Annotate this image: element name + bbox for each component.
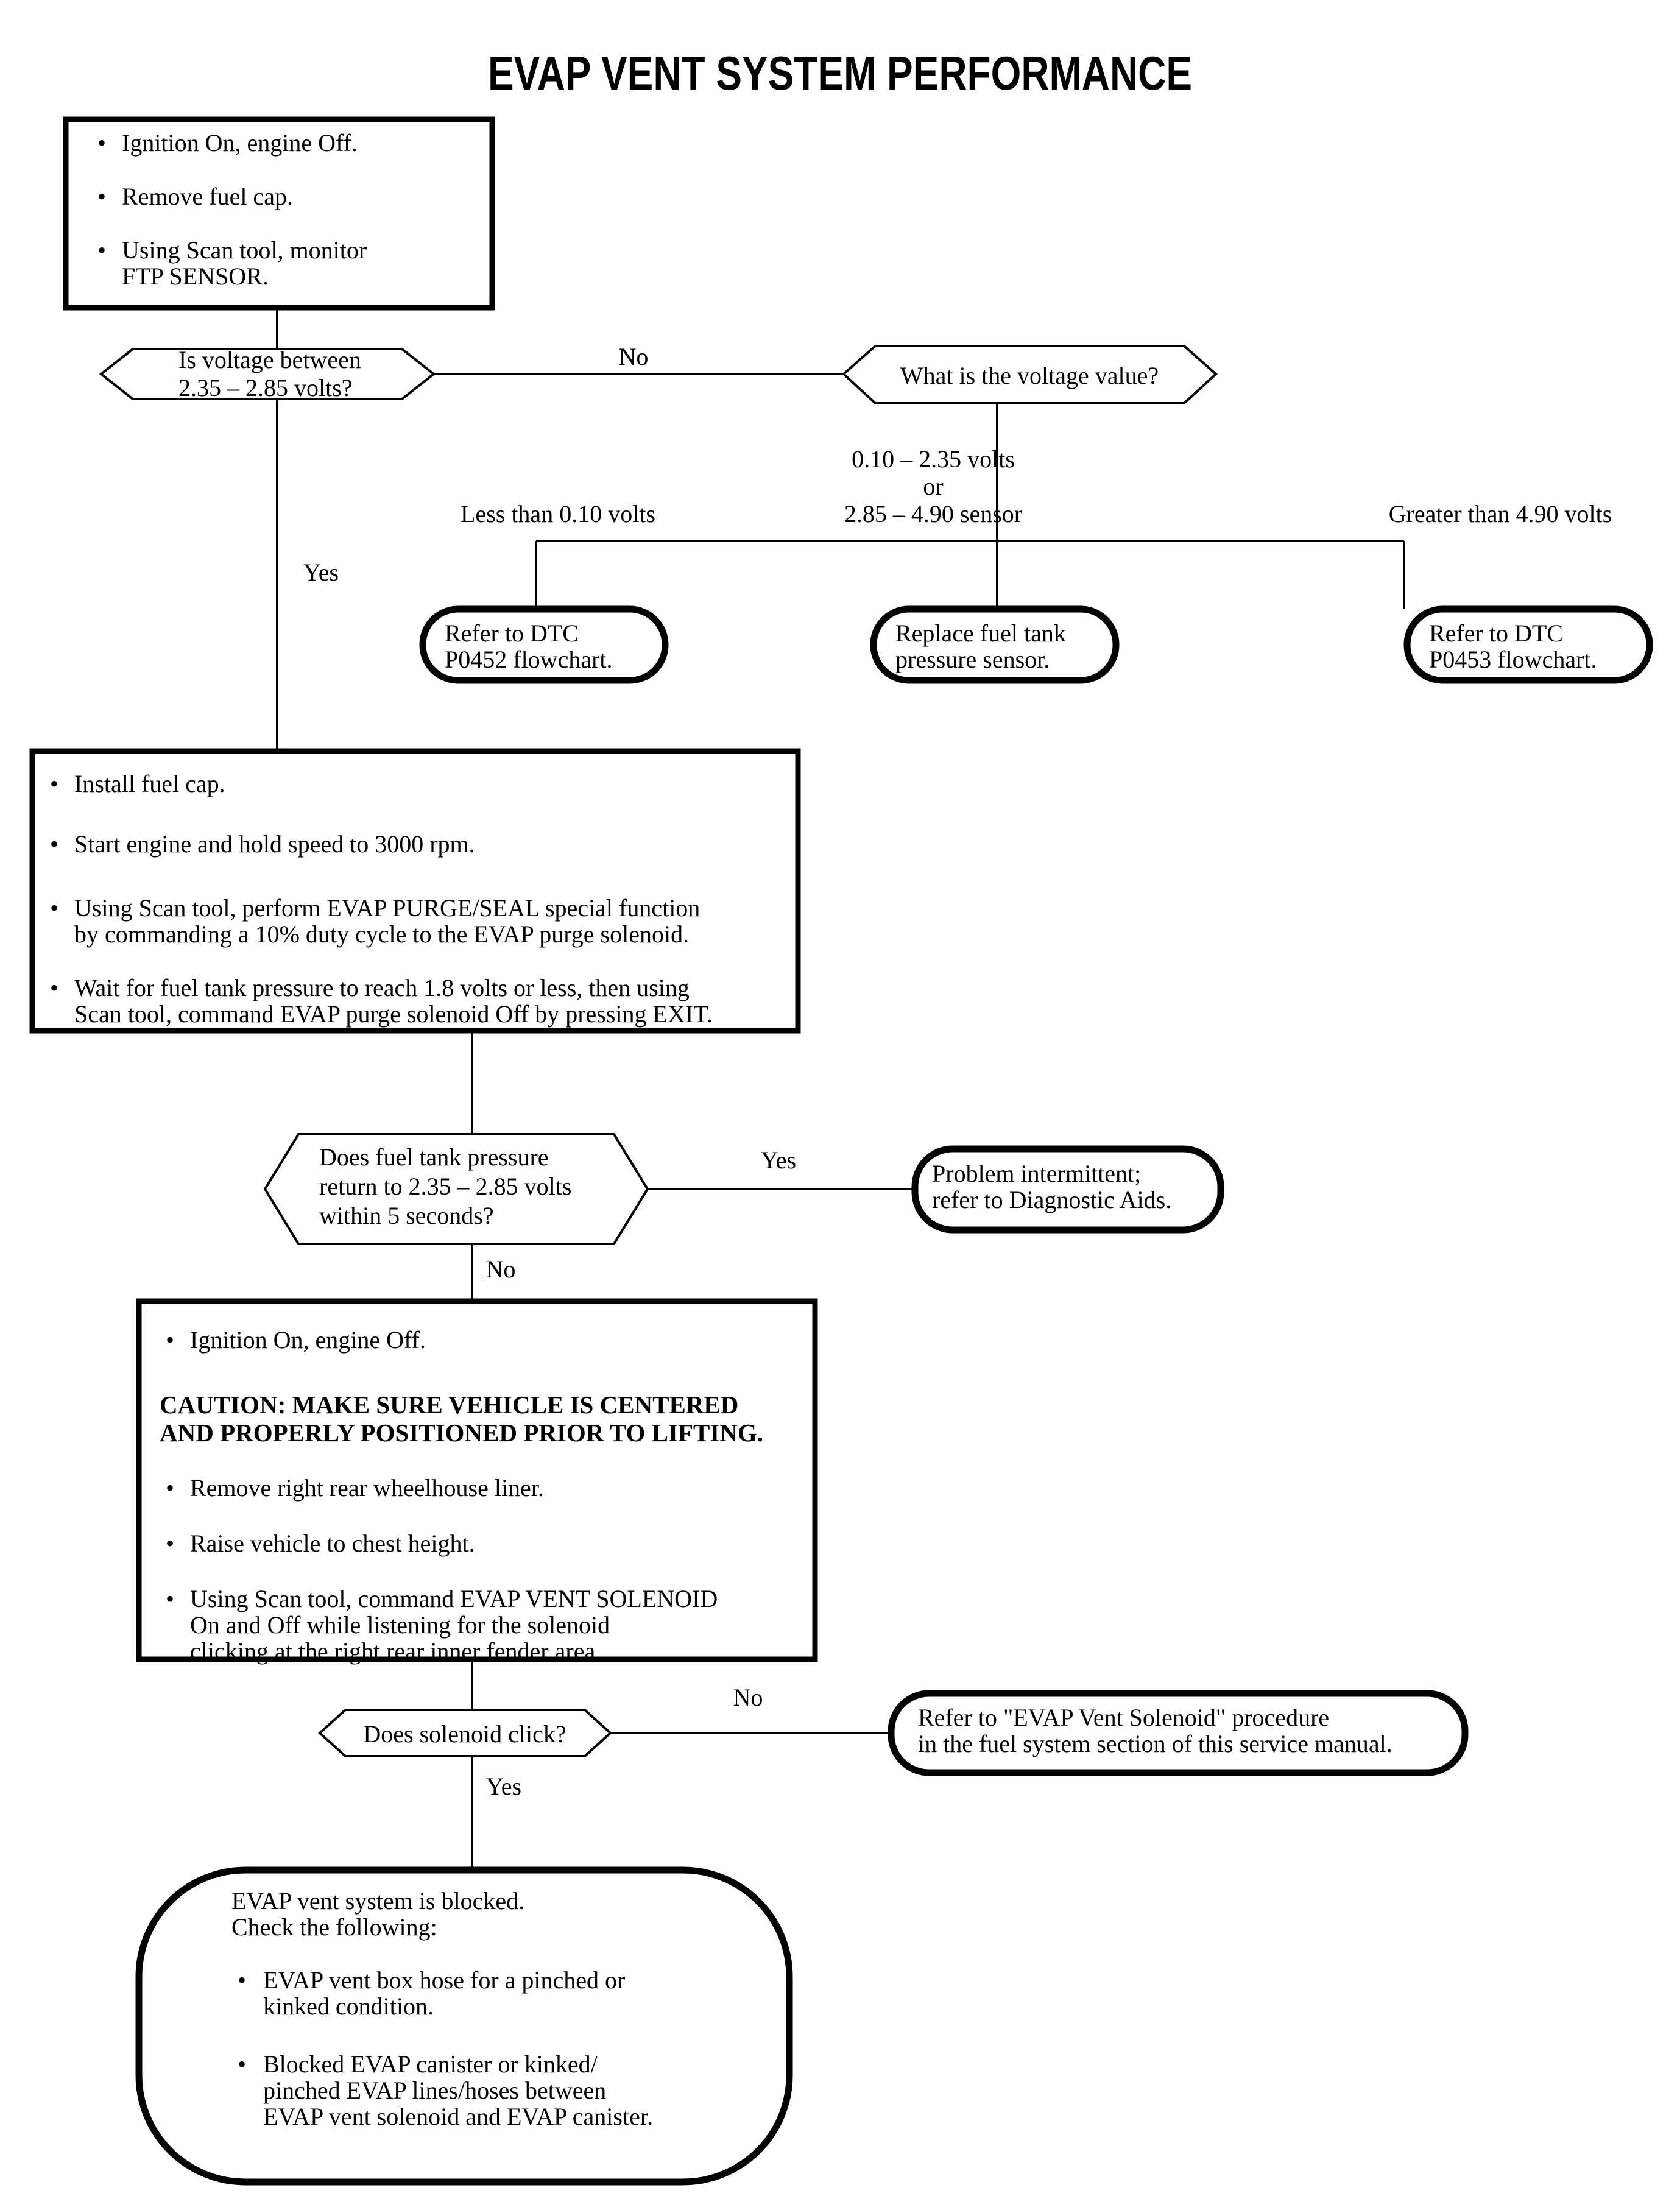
step3-line-2: Raise vehicle to chest height. [190, 1530, 475, 1557]
terminal-blocked-line-1a: Blocked EVAP canister or kinked/ [263, 2050, 598, 2078]
bullet-glyph: • [166, 1585, 174, 1612]
bullet-glyph: • [166, 1530, 174, 1557]
bullet-glyph: • [50, 770, 58, 797]
edge-label-d4-yes: Yes [486, 1773, 521, 1800]
edge-label-d2-less: Less than 0.10 volts [461, 500, 655, 528]
decision2-line-0: What is the voltage value? [900, 362, 1159, 389]
bullet-glyph: • [97, 129, 106, 157]
terminal-vent-solenoid-line-1: in the fuel system section of this servi… [918, 1730, 1392, 1757]
step2-line-0: Install fuel cap. [74, 770, 225, 797]
step3-line-0: Ignition On, engine Off. [190, 1326, 426, 1354]
decision3-line-0: Does fuel tank pressure [319, 1143, 549, 1171]
bullet-glyph: • [166, 1474, 174, 1502]
bullet-glyph: • [238, 2050, 246, 2078]
bullet-glyph: • [50, 830, 58, 858]
bullet-glyph: • [50, 974, 58, 1001]
edge-label-d1-yes: Yes [303, 559, 339, 586]
step1-line-1: Remove fuel cap. [122, 183, 293, 210]
decision4-line-0: Does solenoid click? [363, 1720, 566, 1748]
decision1-line-1: 2.35 – 2.85 volts? [178, 374, 353, 401]
bullet-glyph: • [97, 236, 106, 264]
terminal-blocked-line-1c: EVAP vent solenoid and EVAP canister. [263, 2103, 653, 2130]
terminal-p0452-line-0: Refer to DTC [445, 620, 579, 647]
edge-label-d2-mid-line2: or [923, 473, 943, 500]
edge-label-d3-yes: Yes [761, 1146, 796, 1174]
terminal-p0453-line-0: Refer to DTC [1429, 620, 1563, 647]
terminal-replace-sensor-line-0: Replace fuel tank [895, 620, 1066, 647]
bullet-glyph: • [238, 1966, 246, 1994]
node-terminal-intermittent: Problem intermittent; refer to Diagnosti… [911, 1145, 1224, 1234]
terminal-blocked-heading-1: Check the following: [231, 1913, 437, 1941]
node-decision1: Is voltage between 2.35 – 2.85 volts? [99, 346, 436, 401]
step2-line-3b: Scan tool, command EVAP purge solenoid O… [74, 1000, 713, 1028]
node-decision3: Does fuel tank pressure return to 2.35 –… [263, 1133, 649, 1245]
step3-line-3c: clicking at the right rear inner fender … [190, 1637, 601, 1665]
edge-label-d1-no: No [619, 343, 649, 370]
step3-caution-line-1: AND PROPERLY POSITIONED PRIOR TO LIFTING… [160, 1419, 763, 1447]
edge-label-d2-mid-line3: 2.85 – 4.90 sensor [844, 500, 1022, 528]
terminal-p0452-line-1: P0452 flowchart. [445, 646, 613, 673]
decision3-line-1: return to 2.35 – 2.85 volts [319, 1173, 571, 1200]
edge-label-d2-mid-line1: 0.10 – 2.35 volts [852, 445, 1015, 473]
node-decision4: Does solenoid click? [318, 1709, 612, 1757]
decision3-line-2: within 5 seconds? [319, 1202, 494, 1229]
step3-line-3a: Using Scan tool, command EVAP VENT SOLEN… [190, 1585, 718, 1612]
terminal-blocked-line-0a: EVAP vent box hose for a pinched or [263, 1966, 625, 1994]
node-terminal-p0452: Refer to DTC P0452 flowchart. [419, 605, 669, 684]
step1-line-2b: FTP SENSOR. [122, 263, 269, 290]
node-terminal-p0453: Refer to DTC P0453 flowchart. [1403, 605, 1653, 684]
connectors [276, 308, 1405, 1870]
edge-label-d3-no: No [486, 1255, 516, 1283]
node-decision2: What is the voltage value? [842, 345, 1218, 404]
node-step3: • Ignition On, engine Off. CAUTION: MAKE… [136, 1298, 818, 1665]
page-title: EVAP VENT SYSTEM PERFORMANCE [488, 47, 1192, 100]
step2-line-3a: Wait for fuel tank pressure to reach 1.8… [74, 974, 690, 1001]
terminal-replace-sensor-line-1: pressure sensor. [895, 646, 1050, 673]
node-terminal-replace-sensor: Replace fuel tank pressure sensor. [870, 605, 1120, 684]
decision1-line-0: Is voltage between [178, 346, 361, 373]
edge-label-d4-no: No [733, 1684, 763, 1711]
step1-line-2a: Using Scan tool, monitor [122, 236, 367, 264]
terminal-vent-solenoid-line-0: Refer to "EVAP Vent Solenoid" procedure [918, 1704, 1329, 1731]
node-step1: • Ignition On, engine Off. • Remove fuel… [63, 116, 495, 311]
step1-line-0: Ignition On, engine Off. [122, 129, 358, 157]
terminal-blocked-heading-0: EVAP vent system is blocked. [231, 1887, 524, 1915]
terminal-blocked-line-0b: kinked condition. [263, 1993, 434, 2020]
step2-line-1: Start engine and hold speed to 3000 rpm. [74, 830, 475, 858]
node-terminal-vent-solenoid: Refer to "EVAP Vent Solenoid" procedure … [888, 1690, 1469, 1776]
node-terminal-blocked: EVAP vent system is blocked. Check the f… [135, 1866, 793, 2186]
step3-line-1: Remove right rear wheelhouse liner. [190, 1474, 544, 1502]
terminal-intermittent-line-1: refer to Diagnostic Aids. [932, 1186, 1171, 1213]
terminal-p0453-line-1: P0453 flowchart. [1429, 646, 1597, 673]
step3-line-3b: On and Off while listening for the solen… [190, 1611, 610, 1639]
step3-caution-line-0: CAUTION: MAKE SURE VEHICLE IS CENTERED [160, 1391, 738, 1419]
step2-line-2a: Using Scan tool, perform EVAP PURGE/SEAL… [74, 894, 700, 922]
node-step2: • Install fuel cap. • Start engine and h… [29, 748, 801, 1034]
bullet-glyph: • [166, 1326, 174, 1354]
edge-label-d2-greater: Greater than 4.90 volts [1389, 500, 1612, 528]
bullet-glyph: • [97, 183, 106, 210]
bullet-glyph: • [50, 894, 58, 922]
step2-line-2b: by commanding a 10% duty cycle to the EV… [74, 920, 689, 948]
terminal-intermittent-line-0: Problem intermittent; [932, 1160, 1141, 1187]
terminal-blocked-line-1b: pinched EVAP lines/hoses between [263, 2077, 606, 2104]
